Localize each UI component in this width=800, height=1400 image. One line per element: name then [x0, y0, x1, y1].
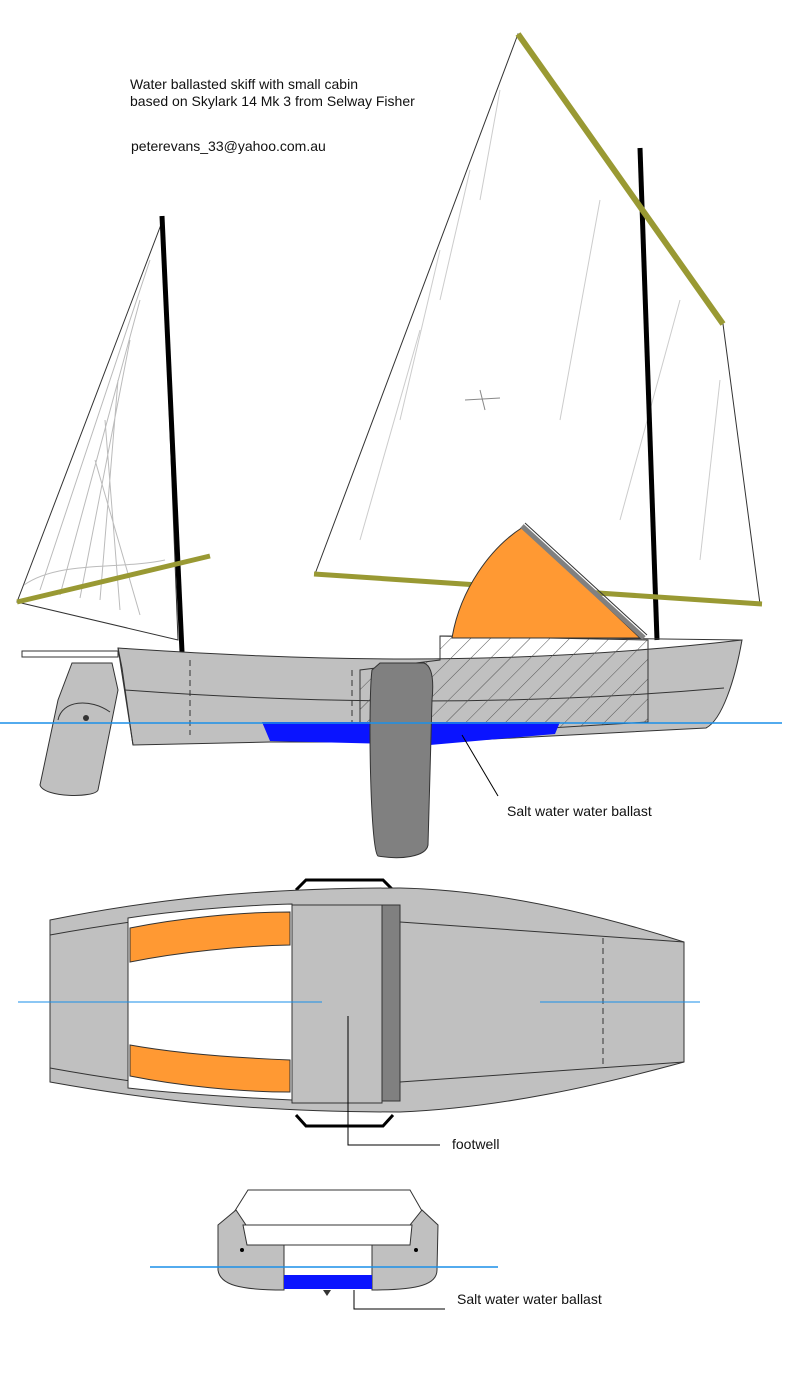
cabin-roof-section: [225, 1189, 431, 1226]
title-line-1: Water ballasted skiff with small cabin: [130, 76, 358, 92]
footwell-plan: [291, 904, 383, 1104]
main-sail: [314, 32, 761, 605]
footwell-leader: [347, 1016, 440, 1146]
cabin-hatch-slide: [520, 524, 646, 640]
plan-view: [18, 878, 700, 1146]
ballast-tank-section: [284, 1275, 372, 1289]
ballast-label-section: Salt water water ballast: [457, 1291, 602, 1307]
plan-bottom-fitting: [294, 1113, 395, 1128]
mizzen-boom: [16, 553, 211, 605]
section-view: [150, 1189, 498, 1310]
ballast-leader-section: [353, 1290, 445, 1310]
footwell-label: footwell: [452, 1136, 500, 1152]
ballast-leader-side: [461, 734, 499, 797]
ballast-label-side: Salt water water ballast: [507, 803, 652, 819]
plan-top-fitting: [294, 878, 395, 892]
rudder: [39, 662, 119, 796]
mizzen-mast: [159, 215, 185, 653]
title-line-2: based on Skylark 14 Mk 3 from Selway Fis…: [130, 93, 415, 109]
mizzen-sail: [16, 221, 179, 641]
seat-port: [129, 911, 291, 963]
outboard-bracket: [21, 650, 119, 658]
main-mast: [637, 147, 660, 641]
main-yard: [515, 32, 726, 326]
centreboard: [369, 662, 434, 859]
side-elevation: [0, 32, 782, 859]
seat-starboard: [129, 1044, 291, 1093]
email-link[interactable]: peterevans_33@yahoo.com.au: [131, 138, 326, 154]
cabin-slide-plan: [381, 904, 401, 1102]
